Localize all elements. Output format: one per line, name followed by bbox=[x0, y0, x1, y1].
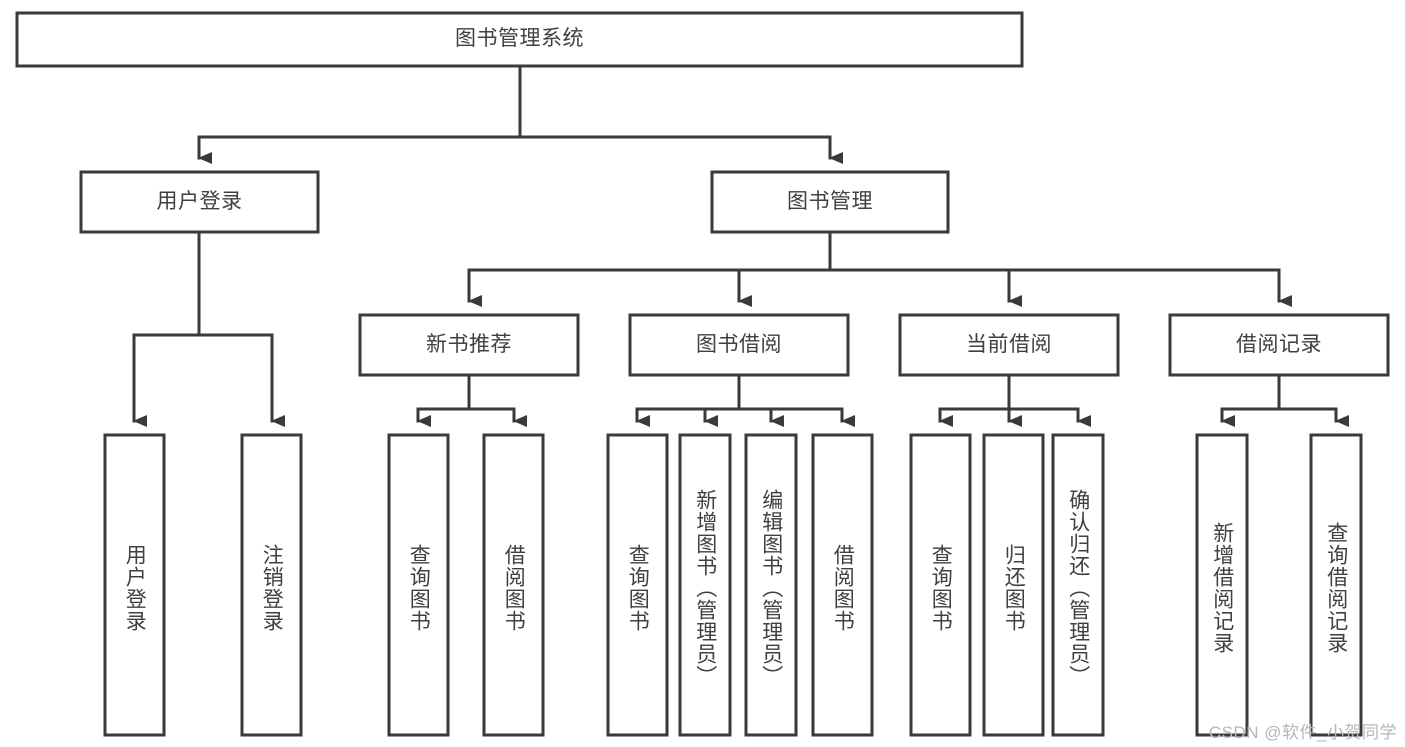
node-box-leaf-borrow-book-2[interactable] bbox=[811, 433, 874, 737]
node-box-leaf-logout[interactable] bbox=[240, 433, 303, 737]
node-box-leaf-user-login[interactable] bbox=[103, 433, 166, 737]
csdn-watermark: CSDN @软件_小贺同学 bbox=[1208, 723, 1397, 742]
node-box-leaf-edit-book[interactable] bbox=[744, 433, 798, 737]
node-box-leaf-add-record[interactable] bbox=[1195, 433, 1249, 737]
node-box-book-borrow[interactable] bbox=[628, 313, 850, 377]
node-box-root[interactable] bbox=[15, 11, 1024, 68]
node-box-leaf-add-book[interactable] bbox=[678, 433, 732, 737]
node-box-leaf-query-book-2[interactable] bbox=[606, 433, 669, 737]
node-box-leaf-confirm-return[interactable] bbox=[1051, 433, 1105, 737]
node-box-book-manage[interactable] bbox=[710, 170, 950, 234]
node-box-leaf-borrow-book-1[interactable] bbox=[482, 433, 545, 737]
node-box-borrow-record[interactable] bbox=[1168, 313, 1390, 377]
node-box-leaf-return-book[interactable] bbox=[982, 433, 1045, 737]
node-box-new-book-rec[interactable] bbox=[358, 313, 580, 377]
node-box-leaf-query-book-1[interactable] bbox=[387, 433, 450, 737]
node-box-user-login[interactable] bbox=[79, 170, 320, 234]
node-box-current-borrow[interactable] bbox=[898, 313, 1120, 377]
node-box-leaf-query-book-3[interactable] bbox=[909, 433, 972, 737]
node-box-leaf-query-record[interactable] bbox=[1309, 433, 1363, 737]
